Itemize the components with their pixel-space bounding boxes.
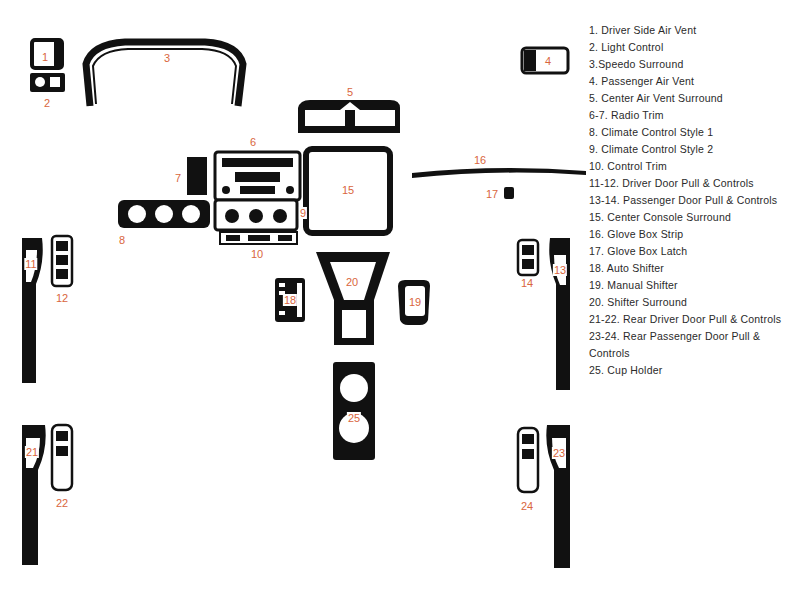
callout-number: 10 xyxy=(250,248,264,260)
part-name: 13-14. Passenger Door Pull & Controls xyxy=(589,192,797,209)
part-name: 20. Shifter Surround xyxy=(589,294,797,311)
callout-number: 8 xyxy=(118,234,126,246)
callout-number: 14 xyxy=(520,277,534,289)
callout-number: 6 xyxy=(249,136,257,148)
part-name: 5. Center Air Vent Surround xyxy=(589,90,797,107)
part-name: 6-7. Radio Trim xyxy=(589,107,797,124)
callout-number: 1 xyxy=(41,51,49,63)
part-name: 4. Passenger Air Vent xyxy=(589,73,797,90)
callout-number: 7 xyxy=(174,172,182,184)
part-name: 3.Speedo Surround xyxy=(589,56,797,73)
callout-number: 2 xyxy=(43,97,51,109)
part-name: 10. Control Trim xyxy=(589,158,797,175)
callout-number: 15 xyxy=(341,184,355,196)
callout-number: 9 xyxy=(299,207,307,219)
callout-number: 19 xyxy=(408,296,422,308)
callout-number: 17 xyxy=(485,188,499,200)
part-name: 1. Driver Side Air Vent xyxy=(589,22,797,39)
part-name: 21-22. Rear Driver Door Pull & Controls xyxy=(589,311,797,328)
callout-number: 18 xyxy=(283,294,297,306)
part-name: 19. Manual Shifter xyxy=(589,277,797,294)
callout-number: 21 xyxy=(25,446,39,458)
callout-number: 24 xyxy=(520,500,534,512)
callout-number: 3 xyxy=(163,52,171,64)
callout-number: 11 xyxy=(24,258,37,270)
callout-number: 12 xyxy=(55,292,69,304)
parts-list: 1. Driver Side Air Vent2. Light Control3… xyxy=(589,22,797,379)
callout-number: 4 xyxy=(544,55,552,67)
part-name: 25. Cup Holder xyxy=(589,362,797,379)
part-name: 18. Auto Shifter xyxy=(589,260,797,277)
part-name: 11-12. Driver Door Pull & Controls xyxy=(589,175,797,192)
callout-number: 23 xyxy=(552,447,566,459)
part-name: 15. Center Console Surround xyxy=(589,209,797,226)
callout-number: 16 xyxy=(473,154,487,166)
callout-number: 5 xyxy=(346,86,354,98)
callout-number: 13 xyxy=(553,264,567,276)
part-name: 2. Light Control xyxy=(589,39,797,56)
callout-number: 25 xyxy=(347,412,361,424)
part-name: 16. Glove Box Strip xyxy=(589,226,797,243)
part-name: 17. Glove Box Latch xyxy=(589,243,797,260)
part-name: 9. Climate Control Style 2 xyxy=(589,141,797,158)
part-name: 8. Climate Control Style 1 xyxy=(589,124,797,141)
part-name: 23-24. Rear Passenger Door Pull & Contro… xyxy=(589,328,797,362)
callout-number: 22 xyxy=(55,497,69,509)
callout-number: 20 xyxy=(345,276,359,288)
